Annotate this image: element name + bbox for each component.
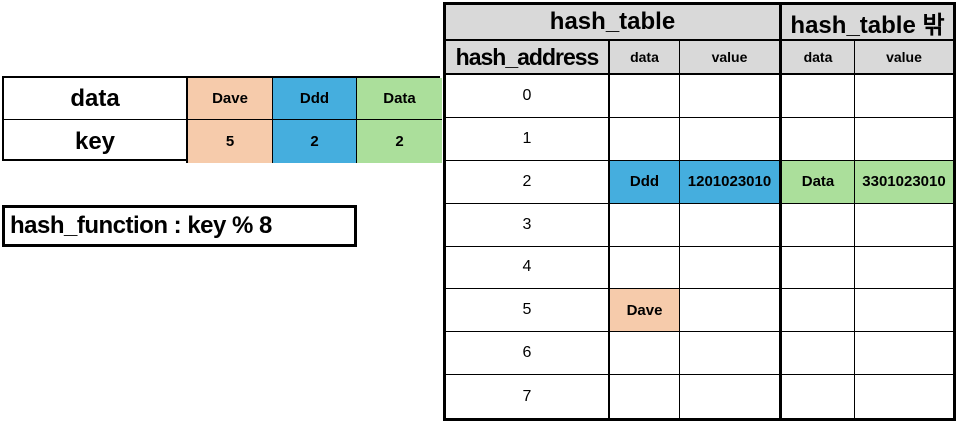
data-cell-dave: Dave (610, 289, 680, 333)
address-cell: 2 (446, 160, 610, 204)
value-column-header: value (680, 41, 782, 75)
outside-value-cell (855, 375, 953, 418)
data-cell-dave: Dave (188, 78, 273, 120)
outside-value-cell (855, 247, 953, 290)
outside-data-cell (782, 246, 855, 290)
outside-value-cell (855, 289, 953, 333)
outside-data-cell-data: Data (782, 160, 855, 204)
hash-table: hash_table hash_table 밖 hash_address dat… (443, 2, 956, 421)
outside-data-cell (782, 332, 855, 376)
data-cell-ddd: Ddd (610, 160, 680, 204)
data-cell (610, 332, 680, 376)
data-cell-ddd: Ddd (273, 78, 357, 120)
outside-data-cell (782, 75, 855, 118)
key-cell-2b: 2 (357, 120, 442, 163)
outside-data-cell (782, 289, 855, 333)
outside-data-cell (782, 117, 855, 161)
outside-value-cell-data: 3301023010 (855, 160, 953, 204)
hash-table-title: hash_table (446, 5, 782, 41)
value-cell (680, 75, 782, 118)
outside-data-cell (782, 375, 855, 418)
outside-value-column-header: value (855, 41, 953, 75)
data-cell (610, 75, 680, 118)
value-cell (680, 203, 782, 247)
address-cell: 4 (446, 246, 610, 290)
value-cell-ddd: 1201023010 (680, 160, 782, 204)
outside-value-cell (855, 118, 953, 161)
value-cell (680, 246, 782, 290)
outside-value-cell (855, 332, 953, 376)
data-cell (610, 117, 680, 161)
value-cell (680, 332, 782, 376)
address-cell: 5 (446, 289, 610, 333)
data-row-label: data (4, 78, 188, 120)
value-cell (680, 289, 782, 333)
data-column-header: data (610, 41, 680, 75)
outside-value-cell (855, 204, 953, 247)
address-cell: 6 (446, 332, 610, 376)
hash-table-outside-title: hash_table 밖 (782, 5, 953, 41)
hash-function-box: hash_function : key % 8 (2, 205, 357, 247)
input-data-table: data Dave Ddd Data key 5 2 2 (2, 76, 442, 163)
key-row-label: key (4, 120, 188, 163)
address-cell: 3 (446, 203, 610, 247)
address-cell: 7 (446, 375, 610, 418)
value-cell (680, 375, 782, 418)
key-cell-2a: 2 (273, 120, 357, 163)
key-cell-5: 5 (188, 120, 273, 163)
hash-address-header: hash_address (446, 41, 610, 75)
data-cell (610, 246, 680, 290)
outside-data-column-header: data (782, 41, 855, 75)
address-cell: 1 (446, 117, 610, 161)
outside-data-cell (782, 203, 855, 247)
data-cell-data: Data (357, 78, 442, 120)
address-cell: 0 (446, 75, 610, 118)
data-cell (610, 375, 680, 418)
data-cell (610, 203, 680, 247)
value-cell (680, 117, 782, 161)
outside-value-cell (855, 75, 953, 118)
